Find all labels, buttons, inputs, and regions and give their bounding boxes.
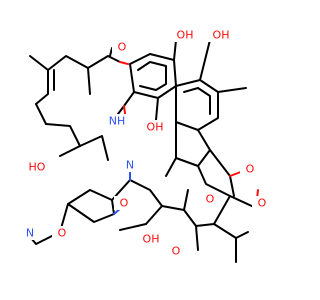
label-n-piperazine: N xyxy=(26,227,34,240)
label-nh: NH xyxy=(109,115,126,128)
label-ho: HO xyxy=(29,161,46,174)
chemical-structure: O OH OH NH OH O N HO O O O OH O N O xyxy=(20,28,272,263)
label-oh-2: OH xyxy=(213,29,230,42)
heteroatom-bonds xyxy=(113,61,259,215)
label-o-ketone: O xyxy=(118,41,127,54)
label-n-imine: N xyxy=(126,159,134,172)
atom-labels: O OH OH NH OH O N HO O O O OH O N O xyxy=(20,28,272,258)
label-o-6: O xyxy=(58,227,67,240)
label-o-furan: O xyxy=(246,163,255,176)
label-oh-3: OH xyxy=(147,121,164,134)
label-o-2: O xyxy=(120,197,129,210)
label-o-5: O xyxy=(172,245,181,258)
label-oh-1: OH xyxy=(177,29,194,42)
label-oh-4: OH xyxy=(143,233,160,246)
label-o-3: O xyxy=(206,193,215,206)
label-o-4: O xyxy=(258,197,267,210)
